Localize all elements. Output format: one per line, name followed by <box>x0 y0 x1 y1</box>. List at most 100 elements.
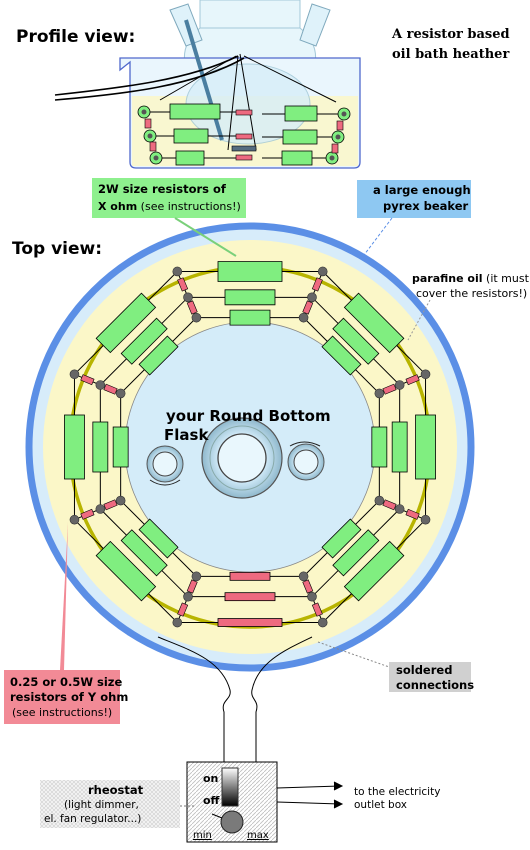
outlet-label-line-1: to the electricity <box>354 786 440 798</box>
svg-text:X ohm (see instructions!): X ohm (see instructions!) <box>98 200 241 213</box>
link-resistor <box>177 277 189 292</box>
link-resistor <box>382 383 397 395</box>
svg-text:soldered: soldered <box>396 663 452 677</box>
solder-joint <box>69 369 80 380</box>
rheostat-knob[interactable] <box>220 810 244 834</box>
solder-joint <box>420 369 431 380</box>
svg-text:connections: connections <box>396 678 474 692</box>
link-resistor <box>186 300 198 315</box>
solder-joint <box>172 266 183 277</box>
big-resistors <box>64 261 436 602</box>
solder-joint <box>95 504 106 514</box>
solder-joint <box>374 388 385 399</box>
big-resistor <box>95 540 157 602</box>
big-resistor <box>391 421 408 473</box>
solder-joint <box>298 312 309 323</box>
small-resistors <box>80 277 420 627</box>
link-resistor <box>382 499 397 511</box>
solder-joint <box>183 591 193 602</box>
svg-text:(see instructions!): (see instructions!) <box>12 706 112 719</box>
solder-joint <box>95 380 106 390</box>
flask-label-line-2: Flask <box>164 426 209 444</box>
callout-small-resistors: 0.25 or 0.5W size resistors of Y ohm (se… <box>4 522 128 724</box>
output-leads <box>276 781 344 809</box>
title-line-1: A resistor based <box>391 27 510 42</box>
big-resistor <box>343 292 405 354</box>
link-resistor <box>405 374 420 386</box>
flask-label-line-1: your Round Bottom <box>166 407 331 425</box>
svg-text:el. fan regulator...): el. fan regulator...) <box>44 813 141 825</box>
big-resistor <box>120 529 168 577</box>
big-resistor <box>371 426 388 468</box>
small-resistor <box>224 592 276 602</box>
svg-text:pyrex beaker: pyrex beaker <box>383 199 469 213</box>
solder-joint <box>307 591 317 602</box>
solder-joint <box>394 380 405 390</box>
resistor-ladder-right <box>262 105 351 166</box>
callout-rheostat: rheostat (light dimmer, el. fan regulato… <box>40 780 196 828</box>
callout-big-resistors: 2W size resistors of X ohm (see instruct… <box>92 178 246 257</box>
title-line-2: oil bath heather <box>392 47 509 62</box>
link-resistor <box>311 602 323 617</box>
big-resistor <box>138 518 179 559</box>
big-resistor <box>321 335 362 376</box>
solder-joint <box>115 495 126 506</box>
big-resistor <box>415 414 436 480</box>
switch-off-label: off <box>203 794 220 807</box>
svg-text:resistors of Y ohm: resistors of Y ohm <box>10 690 128 704</box>
solder-joint <box>191 312 202 323</box>
solder-joint <box>115 388 126 399</box>
outlet-label-line-2: outlet box <box>354 799 407 811</box>
big-resistor <box>217 261 283 282</box>
big-resistor <box>138 335 179 376</box>
solder-joint <box>394 504 405 514</box>
svg-text:rheostat: rheostat <box>88 783 144 797</box>
solder-joint <box>307 292 317 303</box>
callout-oil: parafine oil (it must cover the resistor… <box>407 272 530 341</box>
top-view-heading: Top view: <box>12 239 102 259</box>
svg-text:0.25 or 0.5W size: 0.25 or 0.5W size <box>10 675 122 689</box>
solder-joint <box>183 292 193 303</box>
small-resistor <box>217 618 283 627</box>
link-resistor <box>80 374 95 386</box>
big-resistor <box>321 518 362 559</box>
big-resistor <box>332 529 380 577</box>
big-resistor <box>229 309 271 326</box>
link-resistor <box>302 579 314 594</box>
svg-text:cover the resistors!): cover the resistors!) <box>416 287 527 300</box>
link-resistor <box>103 499 118 511</box>
profile-view-heading: Profile view: <box>16 27 135 47</box>
big-resistor <box>332 317 380 365</box>
bottom-leads <box>157 636 313 762</box>
big-resistor <box>64 414 85 480</box>
big-resistor <box>343 540 405 602</box>
solder-joint <box>298 571 309 582</box>
big-resistor <box>224 289 276 306</box>
solder-joint <box>191 571 202 582</box>
knob-max-label: max <box>247 830 269 841</box>
power-switch[interactable] <box>221 767 239 807</box>
knob-arrow <box>211 813 223 819</box>
knob-min-label: min <box>193 830 212 841</box>
callout-soldered: soldered connections <box>317 641 474 692</box>
solder-joint <box>317 617 328 628</box>
flask-neck-lenses <box>146 417 325 499</box>
link-resistor <box>80 508 95 520</box>
svg-text:2W size resistors of: 2W size resistors of <box>98 182 227 196</box>
link-resistor <box>177 602 189 617</box>
solder-joints <box>69 266 431 628</box>
wire-bundle-profile <box>159 53 337 151</box>
svg-text:(light dimmer,: (light dimmer, <box>64 799 139 811</box>
solder-joint <box>172 617 183 628</box>
solder-joint <box>317 266 328 277</box>
svg-text:a large enough: a large enough <box>373 183 471 197</box>
switch-on-label: on <box>203 772 218 785</box>
power-cord-profile <box>54 55 239 96</box>
profile-view <box>54 0 361 169</box>
big-resistor <box>92 421 109 473</box>
svg-text:parafine oil (it must: parafine oil (it must <box>412 272 530 285</box>
link-resistor <box>302 300 314 315</box>
link-resistor <box>405 508 420 520</box>
resistor-ladder-center <box>231 109 257 161</box>
